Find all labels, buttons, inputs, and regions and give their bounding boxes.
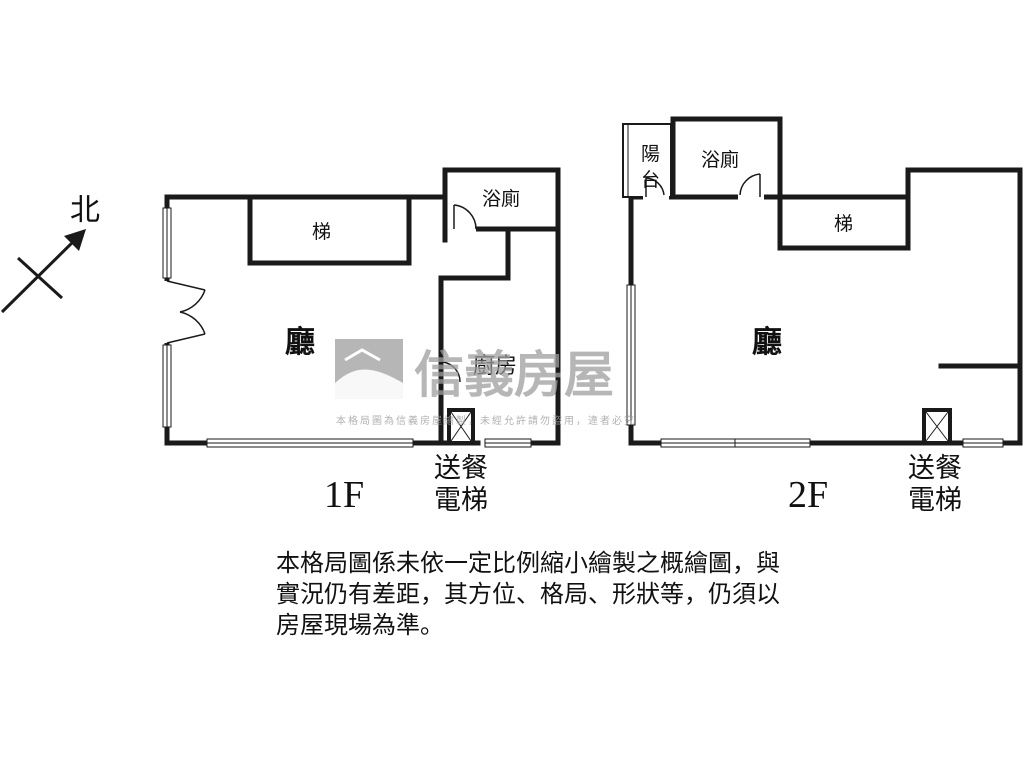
dumbwaiter-label-2f-line2: 電梯 [908,485,962,516]
north-compass: 北 [0,193,100,314]
room-balcony-2f-line1: 陽 [641,143,660,165]
floor-1f: 廳 梯 浴廁 廚房 送餐 電梯 1F [162,167,561,516]
dumbwaiter-label-1f-line1: 送餐 [434,453,488,484]
entry-door-1f [164,280,206,344]
north-label: 北 [70,193,100,228]
floor-label-2f: 2F [788,474,828,516]
balcony-2f [622,123,672,198]
dumbwaiter-1f [447,408,475,445]
floor-2f: 廳 梯 浴廁 陽 台 送餐 電梯 2F [622,116,1023,516]
window-2f-bottom [660,438,811,448]
room-living-1f: 廳 [285,325,315,360]
room-bathroom-1f: 浴廁 [482,187,520,210]
bath-door-1f [452,204,477,233]
dumbwaiter-label-1f-line2: 電梯 [434,485,488,516]
window-1f-kitchen [484,438,532,448]
window-1f-bottom [206,438,414,448]
room-stairs-1f: 梯 [312,221,331,243]
disclaimer-line: 本格局圖係未依一定比例縮小繪製之概繪圖，與 [276,549,780,577]
room-bathroom-2f: 浴廁 [701,148,739,171]
disclaimer-line: 實況仍有差距，其方位、格局、形狀等，仍須以 [276,580,780,608]
window-2f-right [962,438,1004,448]
window-2f-left [626,284,636,426]
watermark-brand: 信義房屋 [414,346,614,404]
balcony-door-2f [643,177,669,201]
disclaimer-text: 本格局圖係未依一定比例縮小繪製之概繪圖，與 實況仍有差距，其方位、格局、形狀等，… [276,548,876,641]
dumbwaiter-label-2f-line1: 送餐 [908,453,962,484]
watermark-notice: 本格局圖為信義房屋繪製，未經允許請勿盜用，違者必究 [336,414,636,427]
watermark: 信義房屋 本格局圖為信義房屋繪製，未經允許請勿盜用，違者必究 [335,339,636,427]
north-arrow-shaft [0,231,84,314]
window-1f-left [162,207,172,428]
room-living-2f: 廳 [752,325,782,360]
room-balcony-2f-line2: 台 [641,169,660,191]
kitchen-door-1f [442,361,461,383]
room-stairs-2f: 梯 [834,213,853,235]
north-arrow-head [64,229,86,251]
disclaimer-line: 房屋現場為準。 [276,611,444,639]
watermark-logo [335,339,403,399]
dumbwaiter-2f [922,408,952,445]
north-cross-line [16,256,64,300]
room-kitchen-1f: 廚房 [473,354,517,379]
stairs-1f [247,194,412,266]
floor-label-1f: 1F [324,474,364,516]
bath-door-2f [738,173,764,201]
